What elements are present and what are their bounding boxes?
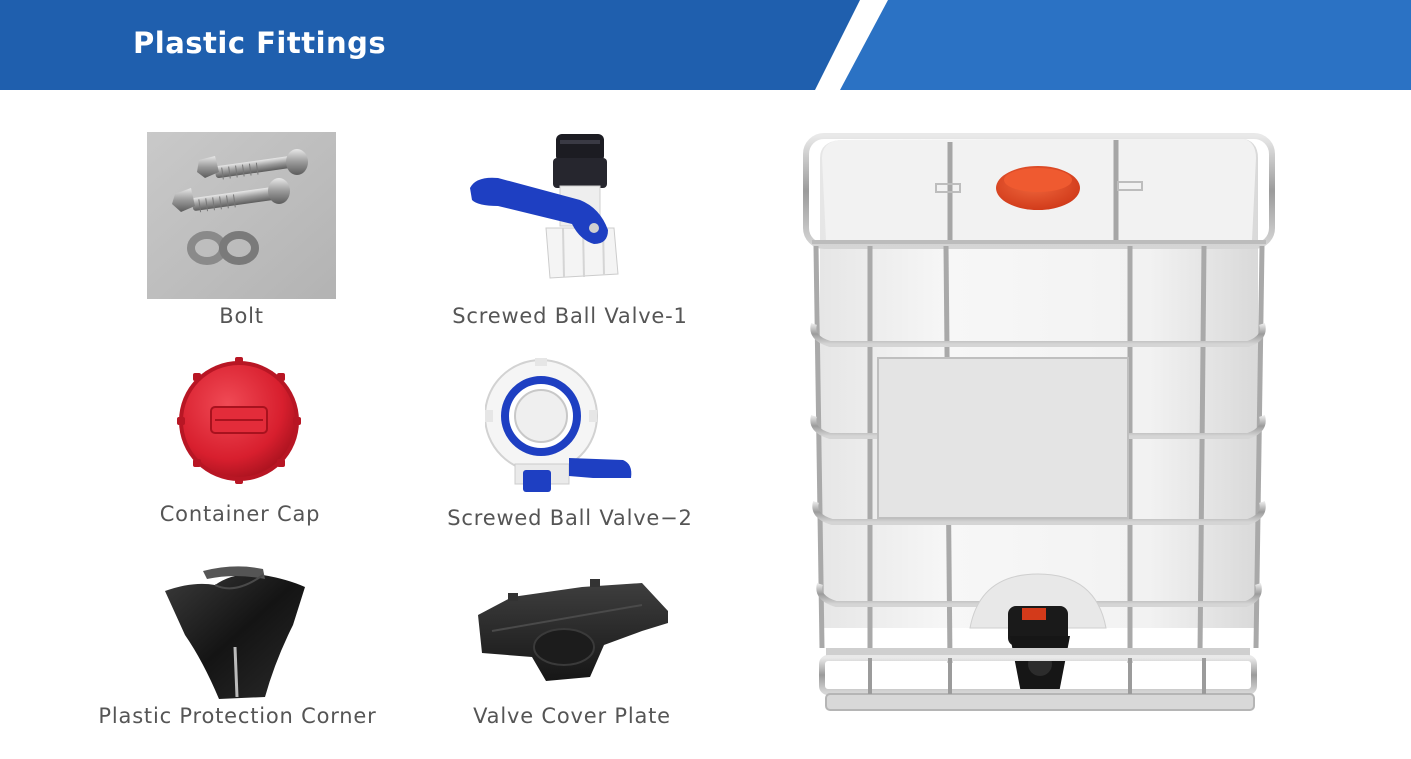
container-cap-image xyxy=(175,355,305,485)
screwed-ball-valve-2-image xyxy=(485,358,635,496)
valve-cover-plate-image xyxy=(472,575,672,685)
header-banner-right xyxy=(840,0,1411,90)
bolt-image xyxy=(147,132,336,299)
screwed-ball-valve-1-label: Screwed Ball Valve-1 xyxy=(452,304,688,328)
header-banner-left xyxy=(0,0,860,90)
container-cap-label: Container Cap xyxy=(159,502,321,526)
bolt-label: Bolt xyxy=(219,304,264,328)
plastic-protection-corner-image xyxy=(163,565,308,700)
valve-cover-plate-label: Valve Cover Plate xyxy=(473,704,671,728)
screwed-ball-valve-1-image xyxy=(468,132,638,280)
ibc-tank-image xyxy=(800,128,1280,723)
screwed-ball-valve-2-label: Screwed Ball Valve−2 xyxy=(447,506,693,530)
plastic-protection-corner-label: Plastic Protection Corner xyxy=(98,704,377,728)
page-title: Plastic Fittings xyxy=(133,26,387,60)
